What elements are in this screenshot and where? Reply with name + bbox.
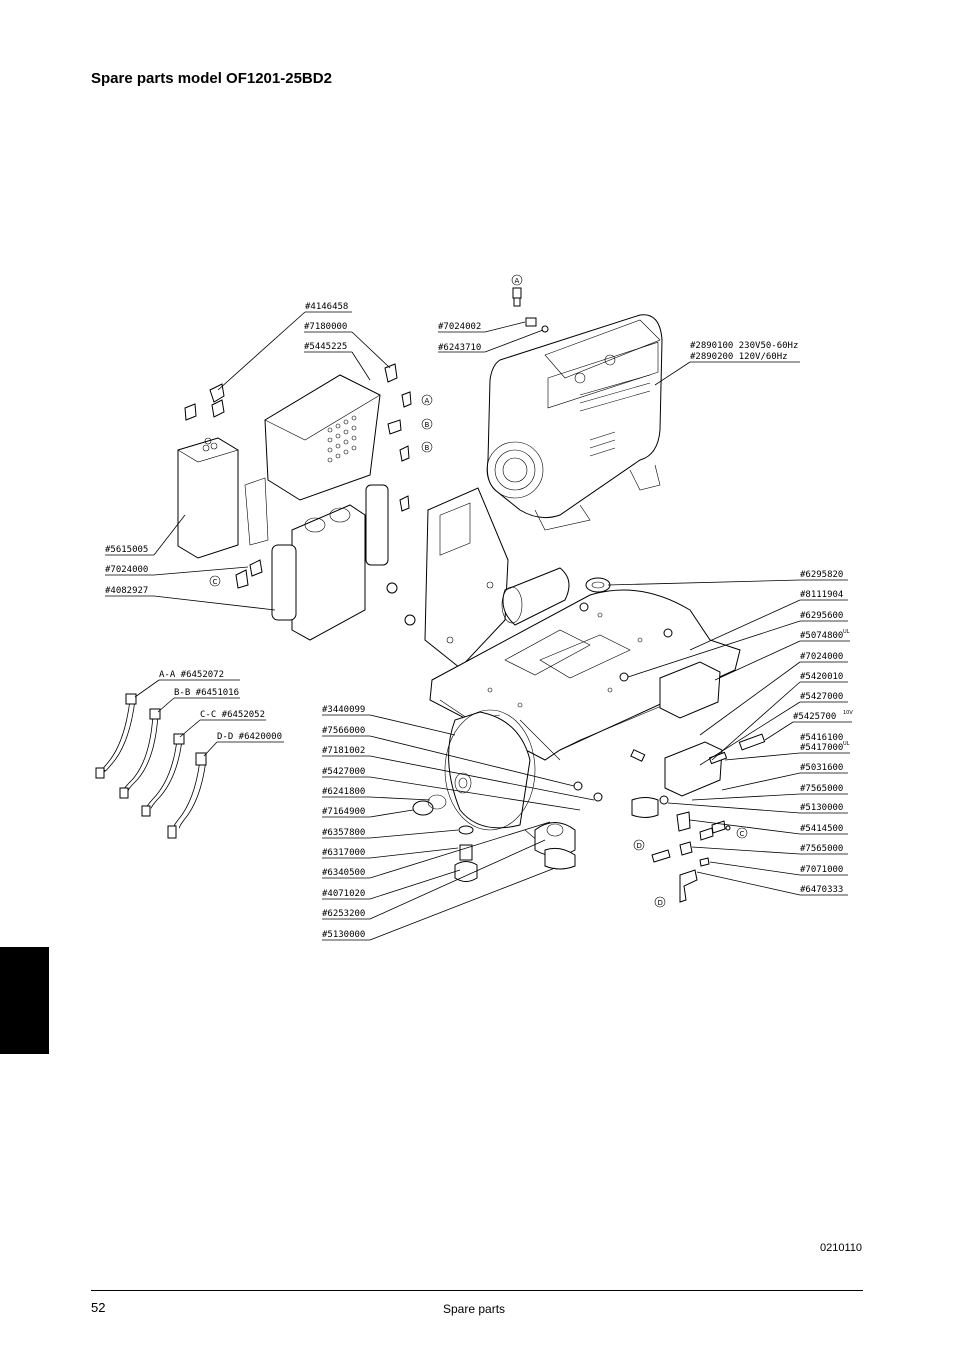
reference-mark-b-upper: B xyxy=(421,418,433,430)
label-7180000: #7180000 xyxy=(304,322,347,332)
section-tab-marker xyxy=(0,947,49,1054)
label-6253200: #6253200 xyxy=(322,909,365,919)
label-8111904: #8111904 xyxy=(800,590,843,600)
label-4071020: #4071020 xyxy=(322,889,365,899)
reference-mark-d-lower: D xyxy=(654,896,666,908)
svg-text:B: B xyxy=(425,421,430,429)
svg-text:C: C xyxy=(740,830,745,838)
label-7024002: #7024002 xyxy=(438,322,481,332)
label-6295820: #6295820 xyxy=(800,570,843,580)
reference-mark-b-lower: B xyxy=(421,441,433,453)
label-hose-b-b: B-B #6451016 xyxy=(174,688,239,698)
label-4146458: #4146458 xyxy=(305,302,348,312)
svg-text:A: A xyxy=(425,397,430,405)
label-5031600: #5031600 xyxy=(800,763,843,773)
label-7181002: #7181002 xyxy=(322,746,365,756)
label-5130000-right: #5130000 xyxy=(800,803,843,813)
label-5417000: #5417000 xyxy=(800,743,843,753)
label-5420010: #5420010 xyxy=(800,672,843,682)
reference-mark-c-right: C xyxy=(736,827,748,839)
label-5074800: #5074800 xyxy=(800,631,843,641)
bracket-plate-drawing xyxy=(424,487,509,669)
label-5425700-superscript: 10V xyxy=(843,710,853,716)
label-5417000-superscript: UL xyxy=(843,741,850,747)
fittings-a-b xyxy=(235,363,416,626)
label-7565000-upper: #7565000 xyxy=(800,784,843,794)
label-2890100: #2890100 230V50-60Hz xyxy=(690,341,798,351)
reference-mark-a-top: A xyxy=(511,274,523,286)
page-title: Spare parts model OF1201-25BD2 xyxy=(91,70,332,87)
label-5615005: #5615005 xyxy=(105,545,148,555)
label-5425700: #5425700 xyxy=(793,712,836,722)
label-5427000-left: #5427000 xyxy=(322,767,365,777)
label-6357800: #6357800 xyxy=(322,828,365,838)
label-5427000-right: #5427000 xyxy=(800,692,843,702)
label-7164900: #7164900 xyxy=(322,807,365,817)
tank-drawing xyxy=(501,567,570,626)
reference-mark-d-upper: D xyxy=(633,839,645,851)
pressure-switch-drawing xyxy=(579,577,766,797)
label-7024000-right: #7024000 xyxy=(800,652,843,662)
compressor-unit-drawing xyxy=(486,314,663,531)
drawing-reference-number: 0210110 xyxy=(820,1242,863,1254)
footer-section-title: Spare parts xyxy=(443,1302,506,1316)
dryer-module-drawing xyxy=(177,374,389,641)
hose-assemblies-drawing xyxy=(95,693,207,839)
label-5074800-superscript: UL xyxy=(843,629,850,635)
label-7024000-left: #7024000 xyxy=(105,565,148,575)
label-6295600: #6295600 xyxy=(800,611,843,621)
label-2890200: #2890200 120V/60Hz xyxy=(690,352,788,362)
svg-text:B: B xyxy=(425,444,430,452)
svg-text:C: C xyxy=(213,578,218,586)
label-hose-a-a: A-A #6452072 xyxy=(159,670,224,680)
reference-mark-c-left: C xyxy=(209,575,221,587)
label-5414500: #5414500 xyxy=(800,824,843,834)
label-6470333: #6470333 xyxy=(800,885,843,895)
fitting-a-top xyxy=(512,287,549,333)
svg-text:D: D xyxy=(637,842,642,850)
footer-divider xyxy=(91,1290,863,1291)
label-hose-c-c: C-C #6452052 xyxy=(200,710,265,720)
reference-mark-a: A xyxy=(421,394,433,406)
label-4082927: #4082927 xyxy=(105,586,148,596)
page-number: 52 xyxy=(91,1300,106,1315)
label-7565000-lower: #7565000 xyxy=(800,844,843,854)
label-6243710: #6243710 xyxy=(438,343,481,353)
label-7566000: #7566000 xyxy=(322,726,365,736)
label-6241800: #6241800 xyxy=(322,787,365,797)
label-5416100: #5416100 xyxy=(800,733,843,743)
label-3440099: #3440099 xyxy=(322,705,365,715)
svg-text:A: A xyxy=(515,277,520,285)
svg-text:D: D xyxy=(658,899,663,907)
label-5445225: #5445225 xyxy=(304,342,347,352)
label-hose-d-d: D-D #6420000 xyxy=(217,732,282,742)
label-6340500: #6340500 xyxy=(322,868,365,878)
label-5130000-left: #5130000 xyxy=(322,930,365,940)
lower-small-parts-drawing xyxy=(412,781,731,903)
label-6317000: #6317000 xyxy=(322,848,365,858)
label-7071000: #7071000 xyxy=(800,865,843,875)
